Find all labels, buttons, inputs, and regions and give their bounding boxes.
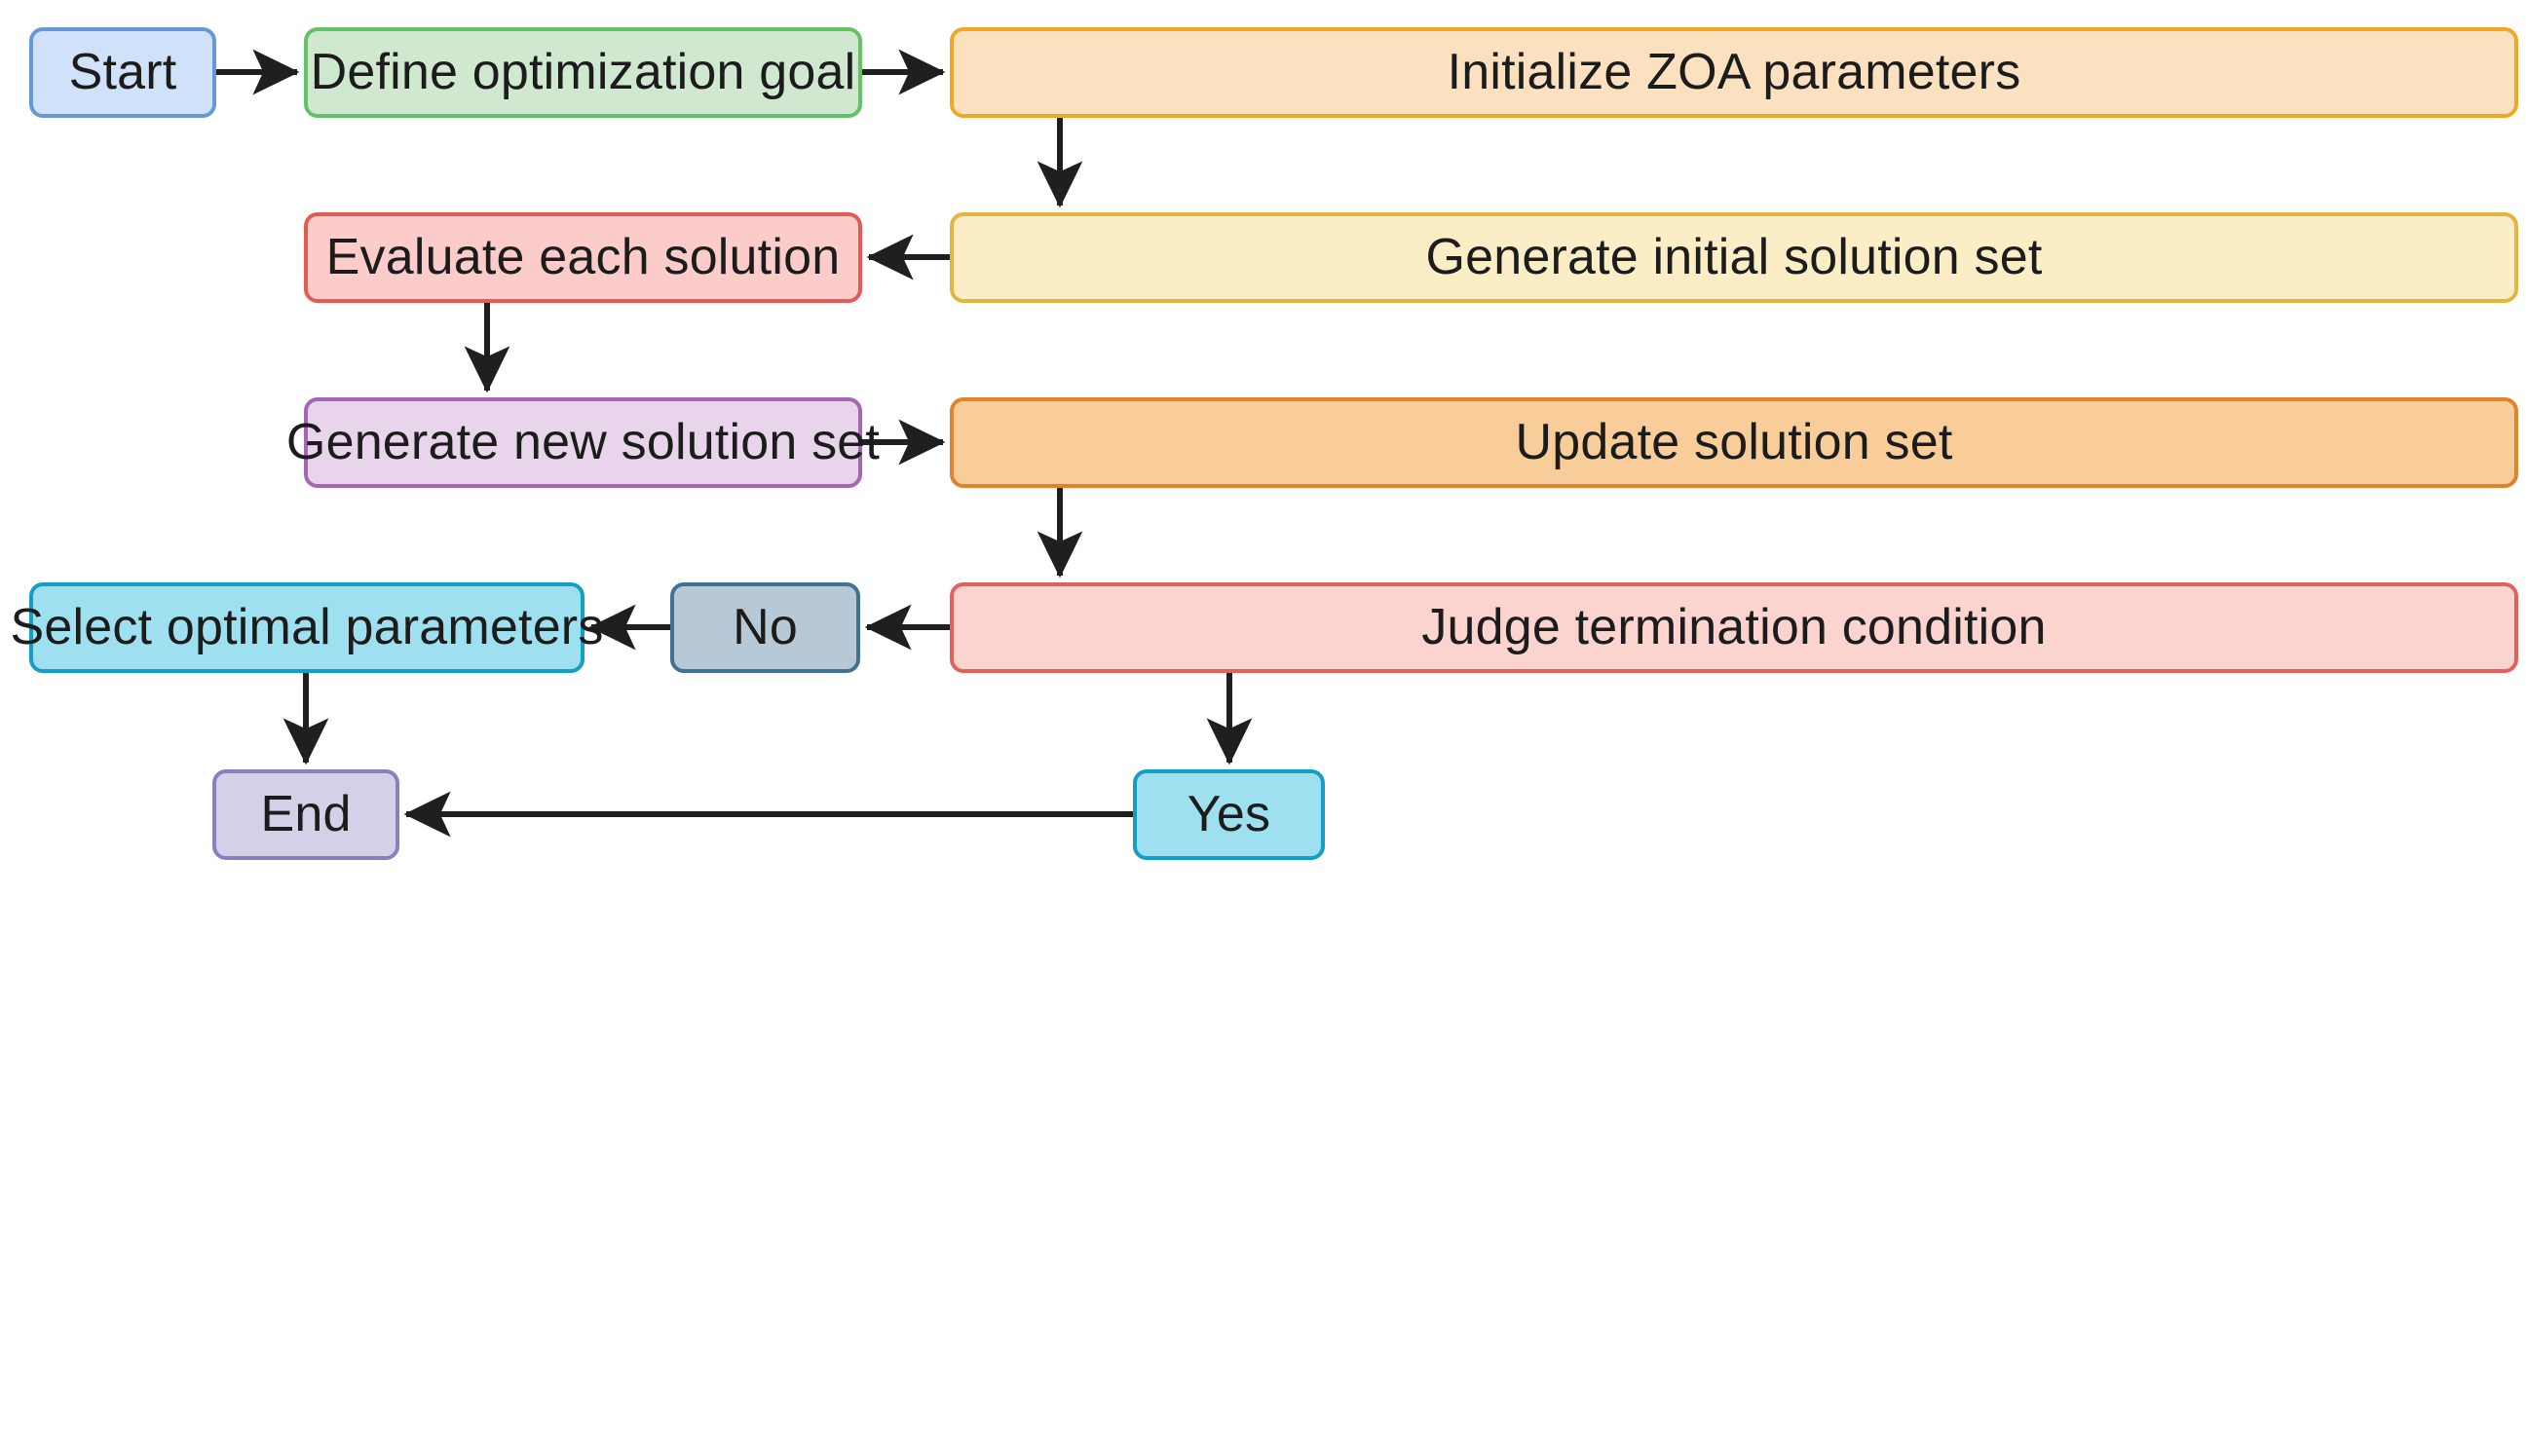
node-judge[interactable]: Judge termination condition — [950, 582, 2518, 673]
node-yes[interactable]: Yes — [1133, 769, 1325, 860]
node-init-zoa[interactable]: Initialize ZOA parameters — [950, 27, 2518, 118]
node-no[interactable]: No — [670, 582, 860, 673]
node-gen-new[interactable]: Generate new solution set — [286, 397, 880, 488]
node-start[interactable]: Start — [29, 27, 216, 118]
node-update-set[interactable]: Update solution set — [950, 397, 2518, 488]
node-gen-initial[interactable]: Generate initial solution set — [950, 212, 2518, 303]
node-end[interactable]: End — [212, 769, 399, 860]
node-select-optimal[interactable]: Select optimal parameters — [10, 582, 603, 673]
node-define-goal[interactable]: Define optimization goal — [304, 27, 862, 118]
node-evaluate[interactable]: Evaluate each solution — [304, 212, 862, 303]
